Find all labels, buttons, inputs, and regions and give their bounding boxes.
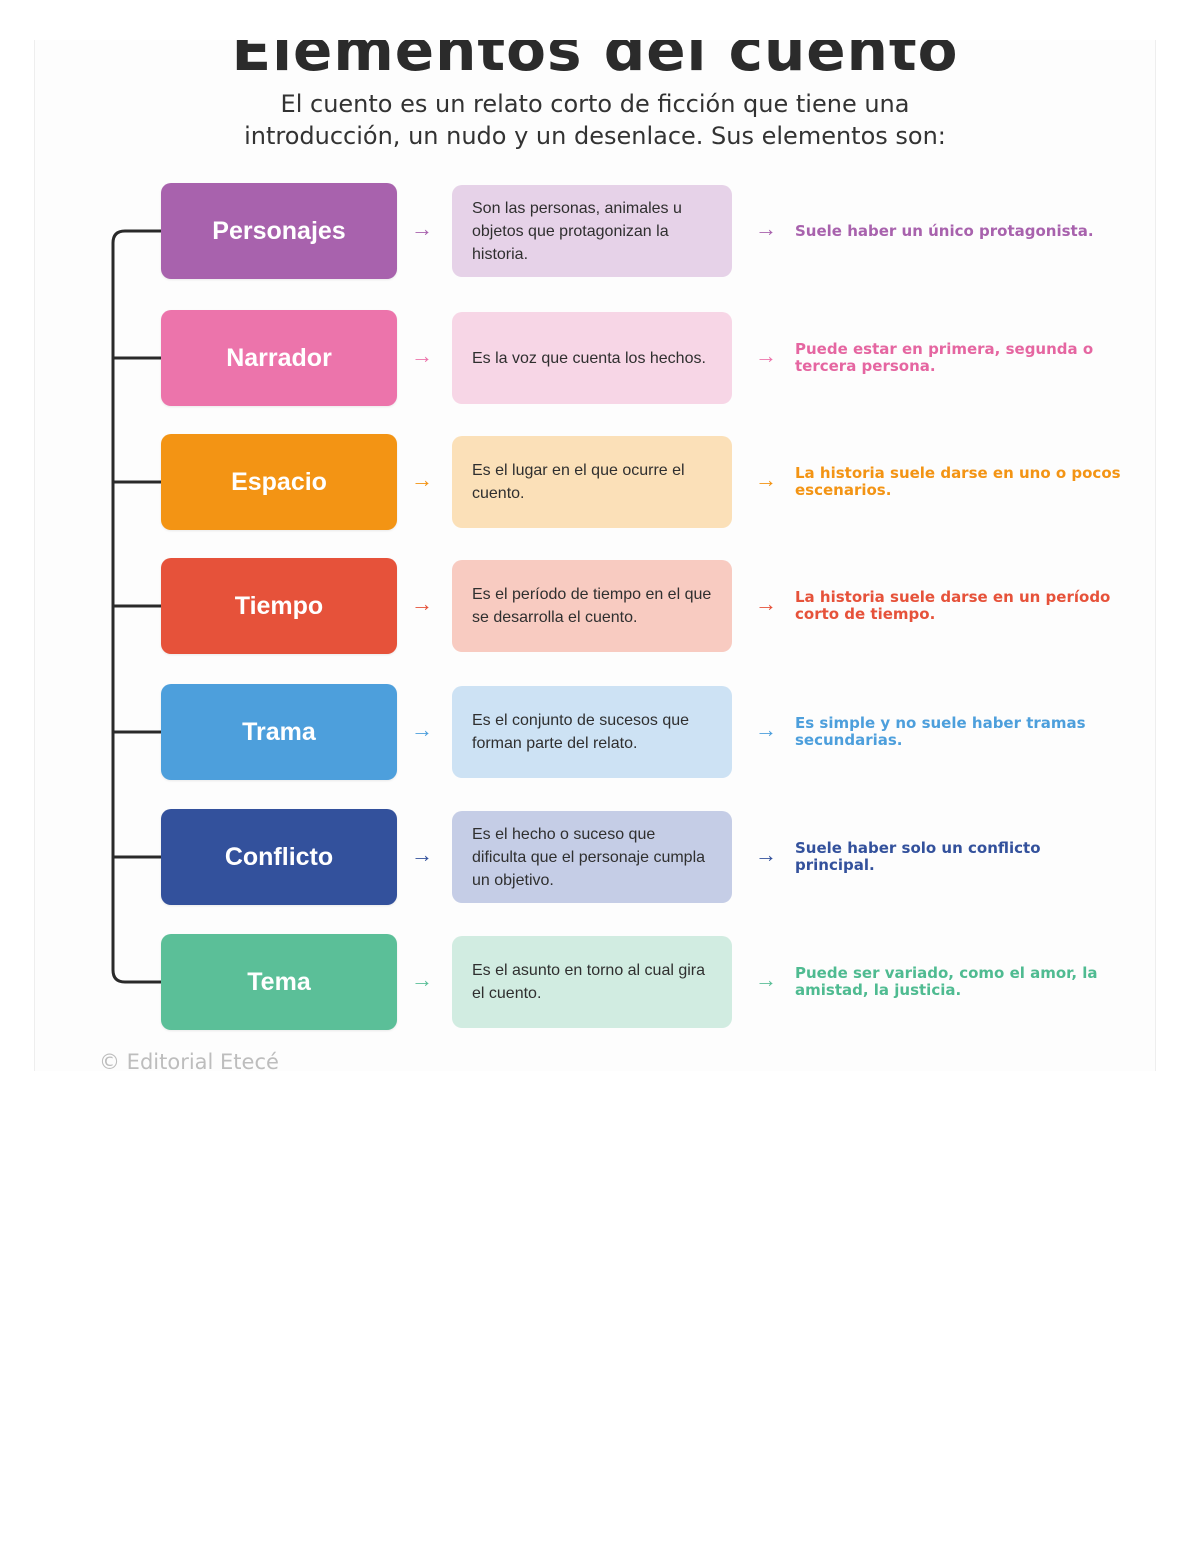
element-definition: Es el asunto en torno al cual gira el cu…: [472, 962, 706, 1002]
element-label: Tema: [161, 934, 397, 1030]
note-text: La historia suele darse en un período co…: [795, 558, 1125, 654]
bracket-connector: [111, 229, 161, 984]
element-label: Personajes: [161, 183, 397, 279]
definition-box: Son las personas, animales u objetos que…: [452, 185, 732, 277]
element-label: Narrador: [161, 310, 397, 406]
element-definition: Es el período de tiempo en el que se des…: [472, 586, 712, 626]
arrow-right-icon: →: [755, 967, 777, 992]
note-text: La historia suele darse en uno o pocos e…: [795, 434, 1125, 530]
infographic-sheet: Elementos del cuento El cuento es un rel…: [34, 40, 1156, 1071]
element-note: Puede estar en primera, segunda o tercer…: [795, 340, 1094, 375]
page-title: Elementos del cuento: [231, 40, 959, 84]
definition-box: Es la voz que cuenta los hechos.: [452, 312, 732, 404]
element-note: Puede ser variado, como el amor, la amis…: [795, 964, 1098, 999]
element-definition: Es la voz que cuenta los hechos.: [472, 349, 706, 367]
arrow-right-icon: →: [411, 467, 433, 492]
element-row-personajes: Personajes → Son las personas, animales u …: [35, 183, 1155, 279]
element-definition: Es el hecho o suceso que dificulta que e…: [472, 825, 706, 889]
element-row-tiempo: Tiempo → Es el período de tiempo en el que…: [35, 558, 1155, 654]
element-definition: Es el conjunto de sucesos que forman par…: [472, 712, 690, 752]
arrow-right-icon: →: [411, 343, 433, 368]
element-row-tema: Tema → Es el asunto en torno al cual gira …: [35, 934, 1155, 1030]
intro-line-1: El cuento es un relato corto de ficción …: [280, 90, 910, 118]
definition-box: Es el hecho o suceso que dificulta que e…: [452, 811, 732, 903]
element-label: Espacio: [161, 434, 397, 530]
arrow-right-icon: →: [411, 216, 433, 241]
arrow-right-icon: →: [411, 591, 433, 616]
definition-box: Es el conjunto de sucesos que forman par…: [452, 686, 732, 778]
arrow-right-icon: →: [755, 216, 777, 241]
arrow-right-icon: →: [755, 343, 777, 368]
element-label: Trama: [161, 684, 397, 780]
note-text: Suele haber un único protagonista.: [795, 183, 1125, 279]
element-row-espacio: Espacio → Es el lugar en el que ocurre el …: [35, 434, 1155, 530]
definition-box: Es el período de tiempo en el que se des…: [452, 560, 732, 652]
element-definition: Son las personas, animales u objetos que…: [472, 199, 682, 263]
element-note: La historia suele darse en uno o pocos e…: [795, 464, 1121, 499]
element-row-conflicto: Conflicto → Es el hecho o suceso que dific…: [35, 809, 1155, 905]
element-note: Es simple y no suele haber tramas secund…: [795, 714, 1086, 749]
definition-box: Es el lugar en el que ocurre el cuento.: [452, 436, 732, 528]
arrow-right-icon: →: [411, 842, 433, 867]
element-label: Conflicto: [161, 809, 397, 905]
arrow-right-icon: →: [755, 842, 777, 867]
element-note: Suele haber un único protagonista.: [795, 221, 1094, 240]
arrow-right-icon: →: [755, 591, 777, 616]
arrow-right-icon: →: [755, 717, 777, 742]
arrow-right-icon: →: [411, 967, 433, 992]
element-row-trama: Trama → Es el conjunto de sucesos que form…: [35, 684, 1155, 780]
arrow-right-icon: →: [411, 717, 433, 742]
element-note: La historia suele darse en un período co…: [795, 588, 1111, 623]
element-definition: Es el lugar en el que ocurre el cuento.: [472, 462, 685, 502]
intro-line-2: introducción, un nudo y un desenlace. Su…: [244, 122, 946, 150]
element-label: Tiempo: [161, 558, 397, 654]
element-row-narrador: Narrador → Es la voz que cuenta los hechos…: [35, 310, 1155, 406]
copyright-footer: © Editorial Etecé: [99, 1050, 279, 1071]
arrow-right-icon: →: [755, 467, 777, 492]
element-note: Suele haber solo un conflicto principal.: [795, 839, 1041, 874]
note-text: Es simple y no suele haber tramas secund…: [795, 684, 1125, 780]
note-text: Suele haber solo un conflicto principal.: [795, 809, 1125, 905]
definition-box: Es el asunto en torno al cual gira el cu…: [452, 936, 732, 1028]
note-text: Puede estar en primera, segunda o tercer…: [795, 310, 1125, 406]
note-text: Puede ser variado, como el amor, la amis…: [795, 934, 1125, 1030]
intro-text: El cuento es un relato corto de ficción …: [215, 88, 975, 152]
